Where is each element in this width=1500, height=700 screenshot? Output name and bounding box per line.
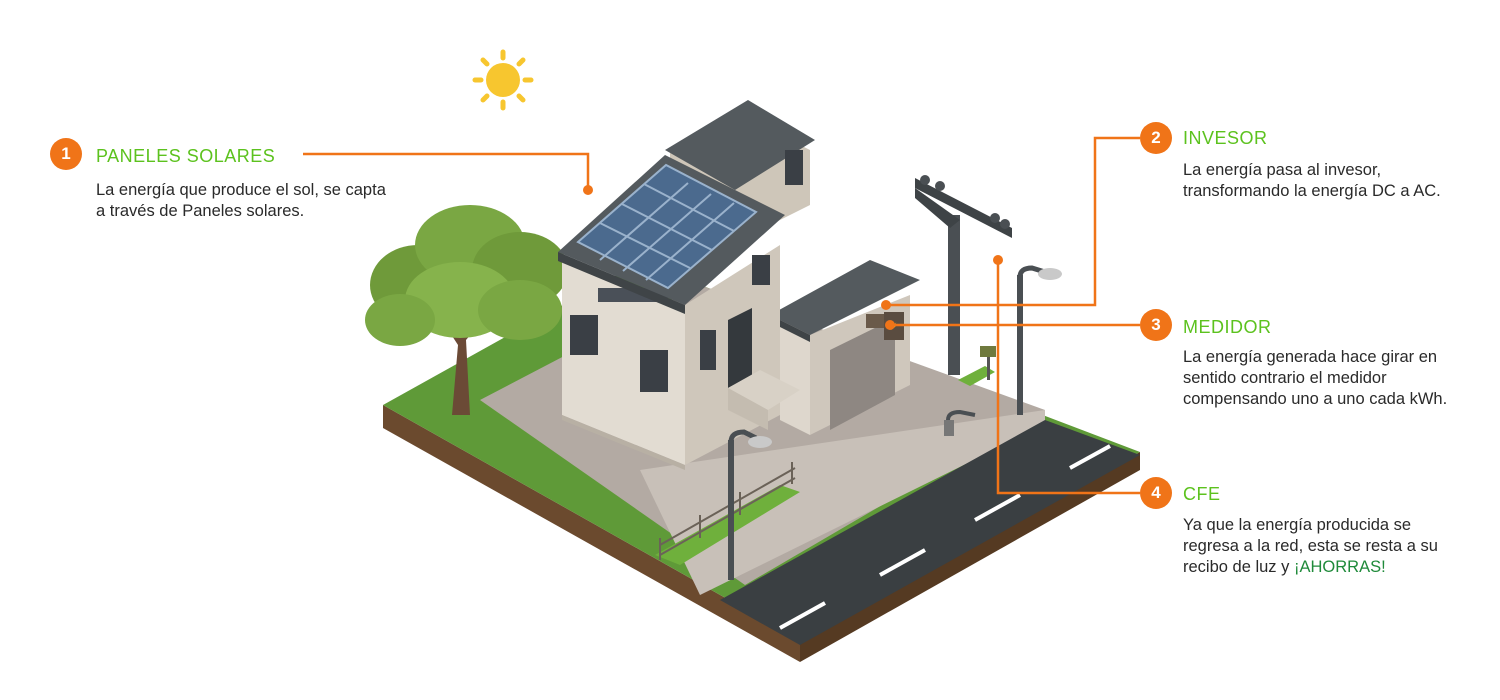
step-badge-1: 1 [50,138,82,170]
callout-body-2: La energía pasa al invesor, transformand… [1183,161,1441,200]
tree [365,205,568,415]
step-badge-3: 3 [1140,309,1172,341]
solar-panel-array [576,163,758,290]
callout-highlight-ahorras: ¡AHORRAS! [1293,558,1386,576]
callout-title-1: PANELES SOLARES [96,146,276,166]
fence [659,462,796,560]
step-badge-2: 2 [1140,122,1172,154]
callout-body-3: La energía generada hace girar en sentid… [1183,348,1448,408]
callout-body-4: Ya que la energía producida se regresa a… [1183,515,1468,578]
callout-title-4: CFE [1183,484,1221,504]
utility-pole [915,175,1012,375]
street-lamp [728,265,1062,580]
callout-body-1: La energía que produce el sol, se capta … [96,181,386,220]
callout-body-4-text: Ya que la energía producida se regresa a… [1183,516,1438,576]
connector-lines [303,136,1140,495]
mailbox [980,346,996,380]
sun-icon [472,49,534,111]
step-badge-4: 4 [1140,477,1172,509]
house [558,100,815,470]
callout-title-2: INVESOR [1183,128,1268,148]
callout-title-3: MEDIDOR [1183,317,1272,337]
connector-dots [583,185,1003,330]
